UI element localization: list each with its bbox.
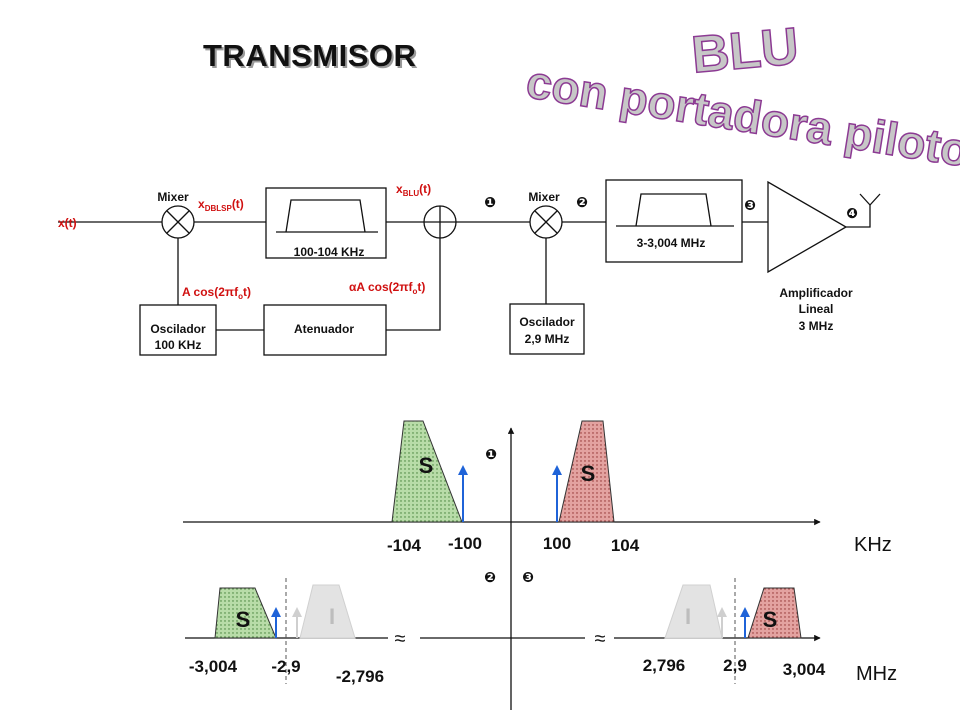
carrier-label: A cos(2πfot) — [182, 285, 251, 301]
antenna-right — [869, 193, 881, 206]
oscillator-2-box — [509, 303, 585, 355]
upper-sideband-mhz — [747, 587, 802, 639]
oscillator-2-line-2: 2,9 MHz — [525, 332, 570, 346]
image-band-left — [299, 584, 356, 639]
attenuator-label: Atenuador — [294, 322, 354, 336]
oscillator-1-line-1: Oscilador — [150, 322, 206, 336]
marker-1: ❶ — [484, 194, 496, 210]
mixer-1-label: Mixer — [157, 190, 189, 204]
wordart-title: BLU con portadora piloto — [522, 17, 960, 178]
filter-1-box — [265, 187, 387, 259]
tick-2796: 2,796 — [643, 656, 686, 675]
mixer-2 — [529, 205, 563, 239]
filter-2-label: 3-3,004 MHz — [637, 236, 706, 250]
tick-3004: 3,004 — [783, 660, 826, 679]
axis-break-left: ≈ — [395, 628, 406, 650]
upper-sideband-mhz-letter: S — [763, 607, 778, 632]
filter-1-label: 100-104 KHz — [294, 245, 365, 259]
tick-2-9: 2,9 — [723, 656, 747, 675]
upper-sideband-letter: S — [581, 461, 596, 486]
page-title: TRANSMISOR — [203, 38, 417, 73]
antenna-left — [859, 193, 871, 206]
mixer-1 — [161, 205, 195, 239]
tick-minus-3004: -3,004 — [189, 657, 238, 676]
amplifier-line-3: 3 MHz — [799, 319, 834, 333]
antenna-feed — [846, 205, 871, 228]
lower-sideband-letter: S — [419, 453, 434, 478]
marker-2: ❷ — [576, 194, 588, 210]
image-band-right — [664, 584, 723, 639]
amplifier-line-1: Amplificador — [779, 286, 853, 300]
tick-100: 100 — [543, 534, 571, 553]
tick-minus-104: -104 — [387, 536, 422, 555]
adder — [423, 205, 457, 239]
axis-break-right: ≈ — [595, 628, 606, 650]
image-band-left-letter: I — [329, 604, 335, 629]
khz-unit-label: KHz — [854, 534, 892, 556]
amplifier-line-2: Lineal — [799, 302, 834, 316]
ssb-signal-label: xBLU(t) — [396, 182, 431, 198]
spectrum-top-marker: ❶ — [485, 446, 497, 462]
lower-sideband-mhz — [214, 587, 277, 639]
lower-sideband-khz — [391, 420, 463, 523]
wordart-line-1: BLU — [689, 17, 801, 84]
block-diagram — [58, 179, 881, 356]
spectrum-bottom-marker-2: ❷ — [484, 569, 496, 585]
pilot-label: αA cos(2πfot) — [349, 280, 425, 296]
tick-minus-2-9: -2,9 — [271, 657, 300, 676]
oscillator-2-line-1: Oscilador — [519, 315, 575, 329]
tick-minus-100: -100 — [448, 534, 482, 553]
input-label: x(t) — [58, 216, 77, 230]
filter-2-box — [605, 179, 743, 263]
tick-minus-2796: -2,796 — [336, 667, 384, 686]
spectrum-bottom-marker-3: ❸ — [522, 569, 534, 585]
lower-sideband-mhz-letter: S — [236, 607, 251, 632]
image-band-right-letter: I — [685, 604, 691, 629]
mhz-unit-label: MHz — [856, 663, 897, 685]
upper-sideband-khz — [558, 420, 615, 523]
spectrum-top: S S ❶ -104 -100 100 104 KHz — [183, 420, 892, 556]
oscillator-1-line-2: 100 KHz — [155, 338, 202, 352]
dsb-signal-label: xDBLSP(t) — [198, 197, 244, 213]
marker-4: ❹ — [846, 205, 858, 221]
amplifier-triangle — [767, 180, 848, 274]
marker-3: ❸ — [744, 197, 756, 213]
spectrum-bottom: ≈ ≈ S I I S ❷ ❸ -3,004 -2,9 -2,796 2,796… — [185, 569, 897, 686]
pilot-wire — [386, 238, 441, 331]
mixer-2-label: Mixer — [528, 190, 560, 204]
tick-104: 104 — [611, 536, 640, 555]
